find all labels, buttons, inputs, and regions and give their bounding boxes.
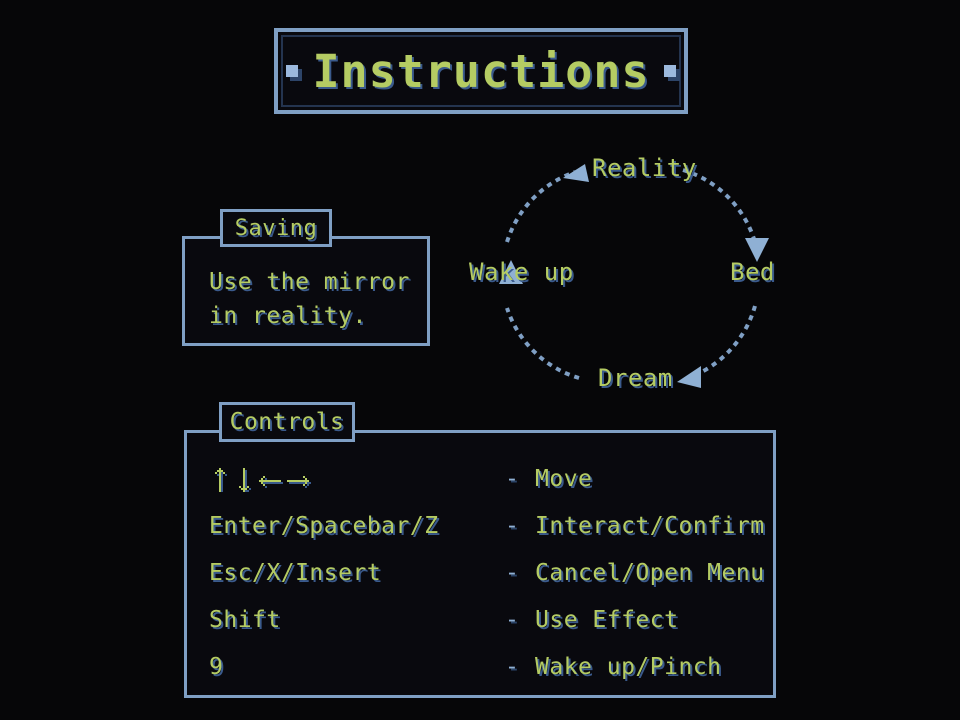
- square-bullet-left-icon: [286, 65, 299, 77]
- controls-separator: -: [505, 465, 520, 492]
- dream-cycle-diagram: Reality Bed Dream Wake up: [455, 138, 805, 410]
- controls-panel: - Move Enter/Spacebar/Z - Interact/Confi…: [184, 430, 776, 698]
- arrow-keys-group: [209, 466, 505, 492]
- arrow-up-icon: [215, 467, 227, 492]
- controls-key: Esc/X/Insert: [209, 559, 382, 586]
- saving-tab: Saving: [220, 209, 332, 247]
- controls-row: Esc/X/Insert - Cancel/Open Menu: [209, 549, 764, 596]
- edge-wakeup-to-reality: [505, 170, 576, 243]
- arrow-down-icon: [239, 467, 251, 492]
- controls-separator: -: [505, 559, 520, 586]
- saving-line-2: in reality.: [209, 303, 367, 329]
- cycle-node-dream: Dream: [598, 364, 673, 392]
- saving-body: Use the mirror in reality.: [209, 265, 410, 333]
- controls-separator: -: [505, 512, 520, 539]
- cycle-node-wakeup: Wake up: [469, 258, 574, 286]
- arrowhead-to-dream-icon: [677, 366, 701, 388]
- controls-separator: -: [505, 653, 520, 680]
- saving-panel: Use the mirror in reality.: [182, 236, 430, 346]
- cycle-node-bed: Bed: [730, 258, 775, 286]
- page-title: Instructions: [312, 44, 650, 98]
- controls-row: - Move: [209, 455, 759, 502]
- arrowhead-to-bed-icon: [745, 238, 769, 262]
- arrowhead-to-reality-icon: [563, 164, 589, 182]
- controls-key: Shift: [209, 606, 281, 633]
- controls-action: Cancel/Open Menu: [535, 559, 765, 586]
- controls-row: Shift - Use Effect: [209, 596, 759, 643]
- controls-action: Move: [535, 465, 593, 492]
- edge-reality-to-bed: [682, 168, 757, 243]
- arrow-right-icon: [287, 475, 311, 488]
- controls-separator: -: [505, 606, 520, 633]
- edge-bed-to-dream: [687, 305, 757, 380]
- cycle-arrows-icon: [499, 164, 769, 388]
- edge-dream-to-wakeup: [505, 307, 580, 380]
- controls-key: [209, 466, 505, 492]
- arrow-left-icon: [259, 475, 283, 488]
- title-inner-frame: Instructions: [281, 35, 681, 107]
- controls-row: Enter/Spacebar/Z - Interact/Confirm: [209, 502, 764, 549]
- controls-action: Use Effect: [535, 606, 679, 633]
- square-bullet-right-icon: [663, 65, 676, 77]
- controls-list: - Move Enter/Spacebar/Z - Interact/Confi…: [209, 455, 764, 690]
- cycle-node-reality: Reality: [592, 154, 697, 182]
- controls-tab: Controls: [219, 402, 355, 442]
- controls-row: 9 - Wake up/Pinch: [209, 643, 759, 690]
- controls-key: 9: [209, 653, 224, 680]
- saving-line-1: Use the mirror: [209, 269, 410, 295]
- title-panel: Instructions: [274, 28, 688, 114]
- controls-tab-label: Controls: [229, 409, 345, 435]
- arrowhead-to-wakeup-icon: [499, 260, 523, 284]
- controls-action: Wake up/Pinch: [535, 653, 722, 680]
- saving-tab-label: Saving: [234, 215, 318, 241]
- controls-key: Enter/Spacebar/Z: [209, 512, 439, 539]
- controls-action: Interact/Confirm: [535, 512, 765, 539]
